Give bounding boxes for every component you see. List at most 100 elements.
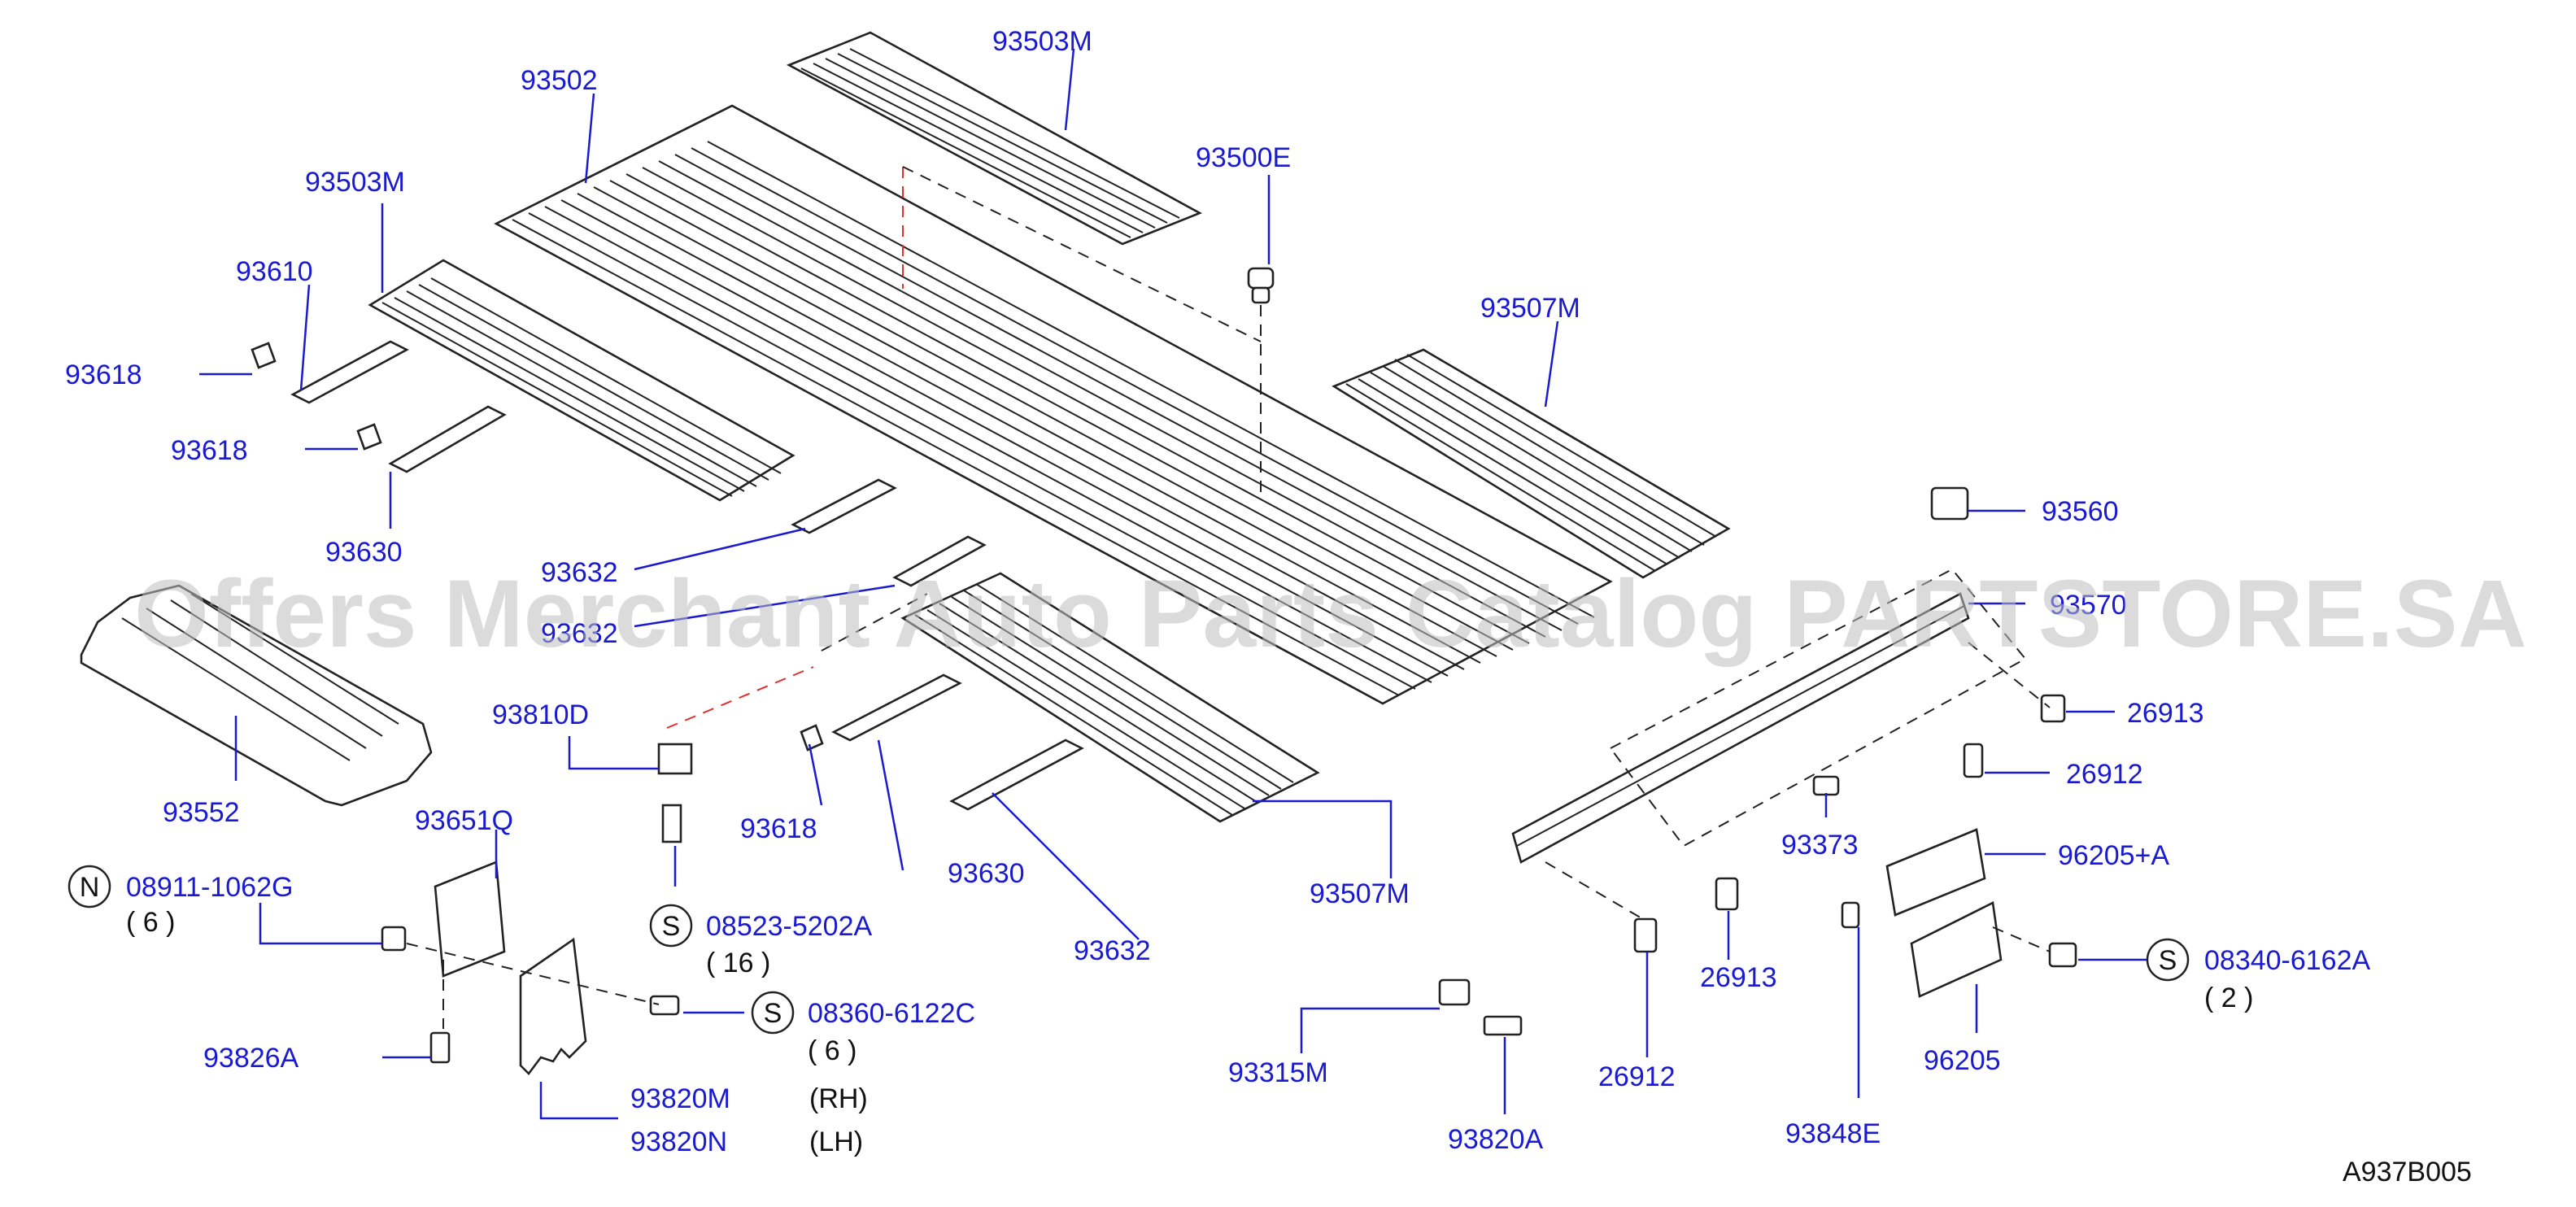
- watermark-text: Offers Merchant Auto Parts Catalog PARTS…: [134, 560, 2527, 668]
- mud-flap-93820M: [519, 937, 587, 1075]
- label-93618-c: 93618: [740, 813, 817, 844]
- diagram-code: A937B005: [2343, 1157, 2472, 1187]
- clip-93373: [1812, 775, 1840, 796]
- label-93570: 93570: [2050, 590, 2127, 621]
- label-93632-c: 93632: [1074, 935, 1151, 966]
- floor-panel-93502: [494, 104, 1613, 705]
- fastener-qty: ( 2 ): [2204, 983, 2253, 1013]
- rail-93610: [290, 340, 409, 404]
- assembly-line: [1992, 926, 2051, 952]
- floor-panel-93507M-bottom: [900, 572, 1320, 823]
- label-26913-a: 26913: [2127, 698, 2204, 729]
- plug-93500E: [1247, 267, 1275, 304]
- fastener-qty: ( 16 ): [706, 948, 770, 978]
- label-93848E: 93848E: [1785, 1118, 1881, 1149]
- label-93500E: 93500E: [1196, 142, 1291, 173]
- label-lh: (LH): [809, 1126, 863, 1157]
- screw-08360: [649, 995, 680, 1016]
- cover-96205A: [1885, 828, 1986, 917]
- fastener-08911-1062G: N 08911-1062G ( 6 ): [68, 865, 293, 938]
- label-93507M-right: 93507M: [1480, 293, 1580, 324]
- fastener-08523-5202A: S 08523-5202A ( 16 ): [649, 904, 873, 978]
- fastener-prefix: S: [2159, 945, 2177, 976]
- fastener-08340-6162A: S 08340-6162A ( 2 ): [2146, 938, 2371, 1013]
- floor-panel-93503M-top: [786, 31, 1203, 246]
- cross-member-93630-left: [388, 405, 507, 473]
- fastener-prefix-circle: [751, 991, 795, 1035]
- hidden-line: [666, 666, 814, 729]
- label-93610: 93610: [236, 256, 313, 287]
- label-93810D: 93810D: [492, 699, 589, 730]
- fastener-prefix: S: [764, 998, 782, 1029]
- fastener-qty: ( 6 ): [808, 1035, 856, 1066]
- label-93826A: 93826A: [203, 1043, 299, 1074]
- cross-member-93632-b: [892, 535, 987, 587]
- label-93552: 93552: [163, 797, 240, 828]
- bracket-93315M: [1438, 978, 1523, 1036]
- leader-lines: [199, 48, 2147, 1120]
- label-93632-b: 93632: [541, 618, 618, 649]
- fastener-number: 08340-6162A: [2204, 945, 2371, 976]
- clip-26913-a: [2040, 694, 2066, 723]
- label-26913-b: 26913: [1700, 962, 1777, 993]
- label-93630-a: 93630: [325, 537, 403, 568]
- wheelhouse-cover-93552: [80, 584, 433, 807]
- clip-26912-b: [1633, 917, 1658, 953]
- fastener-prefix-circle: [2146, 938, 2190, 982]
- clip-26913-b: [1715, 877, 1739, 911]
- label-26912-b: 26912: [1598, 1061, 1676, 1092]
- cross-member-93632-a: [791, 478, 897, 534]
- fastener-number: 08360-6122C: [808, 998, 975, 1029]
- label-93503M-left: 93503M: [305, 167, 405, 198]
- label-93651Q: 93651Q: [415, 805, 513, 836]
- fastener-prefix-circle: [68, 865, 111, 909]
- label-93502: 93502: [521, 65, 598, 96]
- assembly-line: [1609, 568, 2027, 848]
- floor-panel-93503M-left: [368, 259, 795, 502]
- assembly-line: [902, 166, 1262, 342]
- assembly-line: [406, 943, 660, 1005]
- assembly-line: [1545, 861, 1644, 920]
- clip-93618-a: [251, 342, 277, 369]
- label-26912-a: 26912: [2066, 759, 2143, 790]
- assembly-line: [1968, 642, 2051, 708]
- nut-08911: [381, 926, 407, 952]
- cover-96205: [1910, 901, 2003, 998]
- fastener-08360-6122C: S 08360-6122C ( 6 ): [751, 991, 975, 1066]
- label-93560: 93560: [2042, 496, 2119, 527]
- screw-08340: [2048, 942, 2077, 968]
- fastener-prefix-circle: [649, 904, 693, 948]
- label-93507M-bottom: 93507M: [1310, 878, 1410, 909]
- fastener-qty: ( 6 ): [126, 907, 175, 938]
- bracket-93651Q: [434, 861, 506, 978]
- label-96205A: 96205+A: [2058, 840, 2169, 871]
- label-93820N: 93820N: [630, 1126, 727, 1157]
- label-93820M: 93820M: [630, 1083, 730, 1114]
- bolt-93826A: [429, 1031, 451, 1064]
- cross-member-93630-right: [831, 673, 962, 742]
- label-93373: 93373: [1781, 830, 1859, 861]
- side-sill-93570: [1511, 592, 1970, 864]
- clip-93618-c: [800, 724, 824, 752]
- label-96205: 96205: [1924, 1045, 2001, 1076]
- fastener-prefix: S: [662, 911, 681, 942]
- label-93618-a: 93618: [65, 359, 142, 390]
- fastener-prefix: N: [80, 872, 100, 903]
- clip-93560: [1930, 486, 1969, 521]
- clip-93618-b: [356, 423, 382, 451]
- block-93810D: [657, 743, 693, 843]
- label-93632-a: 93632: [541, 557, 618, 588]
- fastener-number: 08911-1062G: [126, 872, 293, 903]
- clip-93848E: [1841, 901, 1860, 929]
- label-93503M-top: 93503M: [992, 26, 1092, 57]
- cross-member-93632-c: [949, 739, 1084, 811]
- label-93618-b: 93618: [171, 435, 248, 466]
- label-rh: (RH): [809, 1083, 868, 1114]
- assembly-line: [821, 593, 928, 651]
- label-93315M: 93315M: [1228, 1057, 1328, 1088]
- clip-26912-a: [1963, 743, 1984, 778]
- label-93820A: 93820A: [1448, 1124, 1544, 1155]
- label-93630-b: 93630: [948, 858, 1025, 889]
- floor-panel-93507M-right: [1332, 348, 1731, 579]
